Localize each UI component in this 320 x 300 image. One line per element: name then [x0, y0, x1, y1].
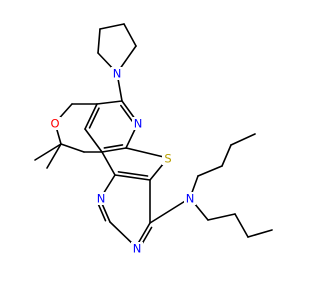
bond-layer	[34, 23, 273, 248]
bond-bu1c-bu1d	[230, 133, 256, 146]
bond-bu2c-bu2d	[247, 229, 273, 238]
atom-label-n-amine: N	[186, 192, 195, 206]
bond-c4-c3	[101, 147, 127, 153]
atom-n-pyridine: N	[132, 117, 144, 131]
atom-label-n-pyrrolidine: N	[113, 67, 122, 81]
bond-t1-t2-double	[117, 171, 149, 177]
bond-t1-t2	[114, 174, 151, 181]
bond-cq-me2	[46, 143, 62, 169]
bond-c3-c2	[84, 128, 103, 153]
bond-cq-me1	[34, 143, 62, 161]
atom-n-pyrrolidine: N	[111, 67, 123, 81]
atom-label-n-pyrimidine-top: N	[97, 192, 106, 206]
atom-n-amine: N	[184, 192, 196, 206]
atom-n-pyrimidine-top: N	[95, 192, 107, 206]
atom-n-pyrimidine-bottom: N	[131, 242, 143, 256]
atom-label-n-pyridine: N	[134, 117, 143, 131]
atom-o-pyran: O	[49, 117, 61, 131]
atom-label-o-pyran: O	[50, 117, 59, 131]
atom-s-thiophene: S	[162, 152, 174, 166]
bond-c2-c1	[84, 103, 98, 130]
bond-c1-c6	[96, 100, 123, 105]
bond-bu1a-bu1b	[197, 165, 223, 177]
bond-cq-ch2b	[60, 143, 85, 153]
bond-c6-n5-double	[120, 104, 135, 124]
bond-bu2a-bu2b	[207, 213, 236, 221]
bond-c4-c3-double	[103, 144, 124, 149]
bond-c2-c1-double	[88, 107, 100, 129]
bond-pa-pb	[97, 28, 101, 54]
bond-pym4-nam	[149, 197, 191, 224]
bond-bu2b-bu2c	[234, 213, 249, 238]
atom-label-n-pyrimidine-bottom: N	[133, 242, 142, 256]
atom-label-layer: N N O S N N N	[49, 67, 196, 256]
atom-label-s-thiophene: S	[164, 152, 171, 166]
bond-t2-c3	[101, 151, 116, 176]
bond-pc-pd	[123, 23, 137, 47]
molecule-structure-diagram: N N O S N N N	[34, 23, 273, 256]
bond-pb-pc	[99, 23, 125, 30]
bond-c4-s	[125, 147, 169, 159]
bond-bu1b-bu1c	[221, 144, 232, 167]
bond-pym1-pym2-double	[97, 202, 107, 222]
